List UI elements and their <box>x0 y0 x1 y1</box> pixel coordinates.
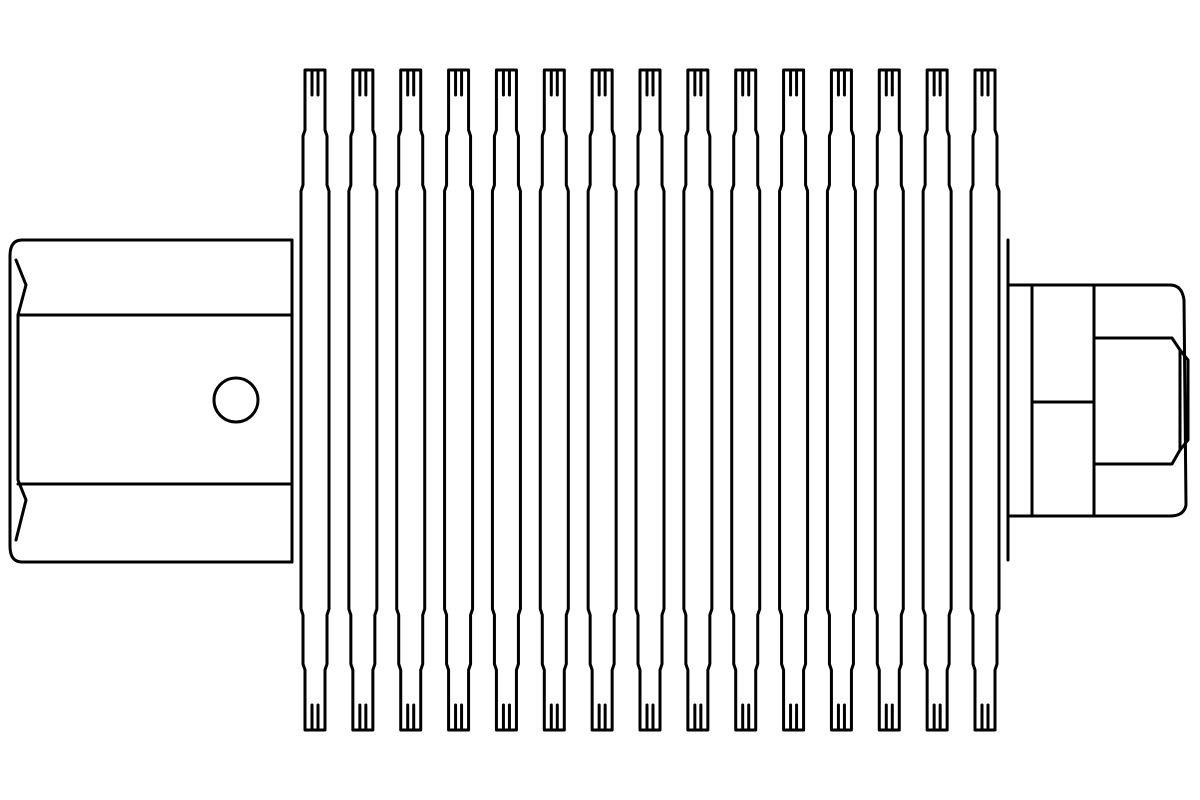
fin <box>443 68 475 732</box>
fin <box>873 68 905 732</box>
fin-tip-detail <box>980 68 990 732</box>
fin <box>634 68 666 732</box>
fin <box>825 68 857 732</box>
fin-tip-detail <box>549 68 559 732</box>
fin-tip-detail <box>501 68 511 732</box>
fin-tip-detail <box>310 68 320 732</box>
heatsink-fins <box>299 68 1001 732</box>
n-connector-right <box>1006 283 1190 518</box>
fin-tip-detail <box>645 68 655 732</box>
fin <box>682 68 714 732</box>
fin <box>586 68 618 732</box>
fin <box>490 68 522 732</box>
fin-tip-detail <box>454 68 464 732</box>
fin <box>969 68 1001 732</box>
fin-tip-detail <box>789 68 799 732</box>
hex-nut-left <box>8 238 294 564</box>
fin <box>538 68 570 732</box>
fin <box>730 68 762 732</box>
fin-tip-detail <box>597 68 607 732</box>
fin-tip-detail <box>358 68 368 732</box>
fin <box>778 68 810 732</box>
fin <box>347 68 379 732</box>
fin-tip-detail <box>406 68 416 732</box>
fin-tip-detail <box>932 68 942 732</box>
fin-tip-detail <box>693 68 703 732</box>
heatsink-body <box>290 238 1010 564</box>
fin <box>395 68 427 732</box>
set-screw-hole <box>212 376 260 424</box>
fin <box>299 68 331 732</box>
fin <box>921 68 953 732</box>
fin-tip-detail <box>884 68 894 732</box>
fin-tip-detail <box>836 68 846 732</box>
fin-tip-detail <box>741 68 751 732</box>
